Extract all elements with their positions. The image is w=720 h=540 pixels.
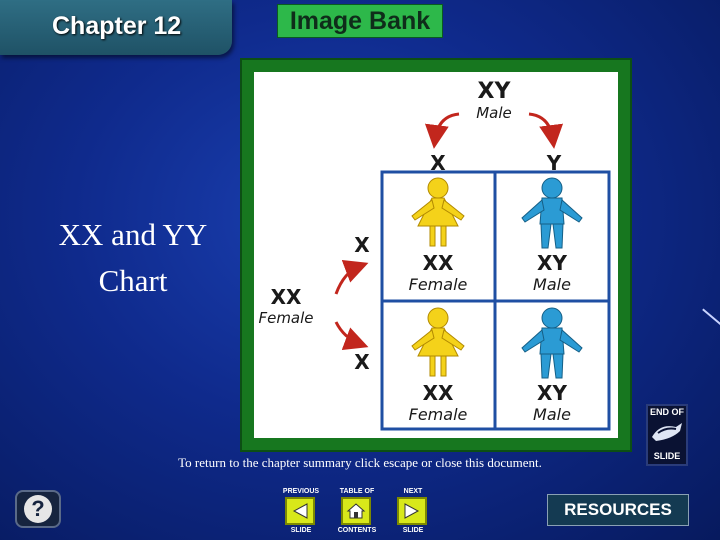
- previous-slide-bottom: SLIDE: [290, 527, 312, 534]
- cell-1-genotype: XX: [423, 251, 454, 275]
- end-of-slide-bottom: SLIDE: [653, 451, 681, 461]
- contents-bottom: CONTENTS: [337, 527, 377, 534]
- previous-arrow-icon: [285, 497, 315, 525]
- end-of-slide-top: END OF: [649, 407, 684, 417]
- previous-slide-top: PREVIOUS: [282, 488, 320, 495]
- cell-1-sex: Female: [409, 275, 468, 294]
- male-parent-label: Male: [476, 104, 512, 122]
- end-of-slide-button[interactable]: END OF SLIDE: [646, 404, 688, 466]
- image-bank-label: Image Bank: [277, 4, 443, 38]
- help-button[interactable]: ?: [15, 490, 61, 528]
- female-parent-genotype: XX: [271, 285, 302, 309]
- table-of-contents-button[interactable]: TABLE OF CONTENTS: [337, 487, 377, 535]
- male-gamete-2: Y: [546, 151, 562, 175]
- cell-3-genotype: XX: [423, 381, 454, 405]
- resources-button[interactable]: RESOURCES: [547, 494, 689, 526]
- side-title-line1: XX and YY: [58, 217, 208, 252]
- decorative-line: [702, 308, 720, 326]
- cell-3-sex: Female: [409, 405, 468, 424]
- orca-icon: [652, 423, 682, 441]
- next-slide-top: NEXT: [403, 488, 423, 495]
- side-title-line2: Chart: [98, 263, 168, 298]
- diagram-frame: XY Male X Y XX Female X X: [240, 58, 632, 452]
- male-gamete-1: X: [430, 151, 446, 175]
- home-icon: [341, 497, 371, 525]
- cell-4-sex: Male: [533, 405, 571, 424]
- arrow-female-to-x-top: [334, 260, 369, 295]
- male-parent-genotype: XY: [478, 79, 512, 104]
- female-figure-icon: [411, 307, 465, 377]
- cell-4-genotype: XY: [537, 381, 567, 405]
- male-figure-icon: [521, 177, 583, 249]
- previous-slide-button[interactable]: PREVIOUS SLIDE: [281, 487, 321, 535]
- next-slide-button[interactable]: NEXT SLIDE: [393, 487, 433, 535]
- female-figure-icon: [411, 177, 465, 247]
- punnett-diagram: XY Male X Y XX Female X X: [258, 79, 611, 431]
- arrow-male-to-x: [424, 112, 460, 149]
- cell-2-genotype: XY: [537, 251, 567, 275]
- return-instructions: To return to the chapter summary click e…: [178, 455, 542, 470]
- arrow-female-to-x-bottom: [334, 321, 369, 350]
- female-gamete-1: X: [354, 233, 370, 257]
- contents-top: TABLE OF: [339, 488, 375, 495]
- side-title: XX and YY Chart: [30, 212, 236, 304]
- next-slide-bottom: SLIDE: [402, 527, 424, 534]
- female-gamete-2: X: [354, 350, 370, 374]
- punnett-square-panel: XY Male X Y XX Female X X: [254, 72, 618, 438]
- chapter-title: Chapter 12: [52, 12, 182, 40]
- arrow-male-to-y: [528, 112, 564, 149]
- male-figure-icon: [521, 307, 583, 379]
- chapter-tab[interactable]: Chapter 12: [0, 0, 232, 55]
- cell-2-sex: Male: [533, 275, 571, 294]
- female-parent-label: Female: [258, 309, 313, 327]
- next-arrow-icon: [397, 497, 427, 525]
- help-icon: ?: [24, 495, 52, 523]
